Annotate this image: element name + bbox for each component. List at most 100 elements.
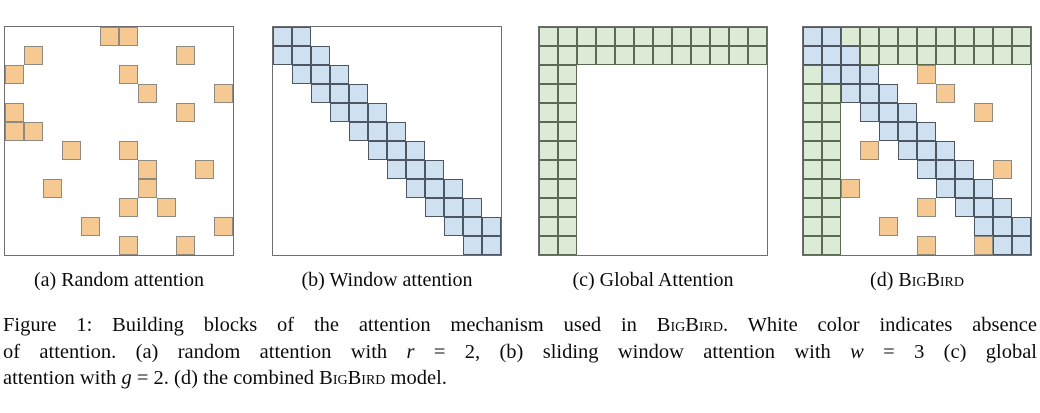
matrix-cell-empty [311, 217, 330, 236]
matrix-cell-global [879, 27, 898, 46]
matrix-cell-empty [463, 27, 482, 46]
matrix-cell-empty [387, 84, 406, 103]
matrix-cell-global [803, 122, 822, 141]
matrix-cell-empty [100, 217, 119, 236]
matrix-cell-empty [672, 141, 691, 160]
matrix-cell-empty [100, 103, 119, 122]
matrix-cell-empty [955, 103, 974, 122]
matrix-cell-empty [974, 122, 993, 141]
matrix-cell-empty [898, 160, 917, 179]
matrix-cell-random [917, 236, 936, 255]
matrix-cell-empty [615, 217, 634, 236]
matrix-cell-global [729, 46, 748, 65]
matrix-cell-random [917, 198, 936, 217]
matrix-cell-empty [387, 179, 406, 198]
matrix-cell-empty [176, 198, 195, 217]
matrix-cell-empty [710, 179, 729, 198]
matrix-cell-empty [577, 141, 596, 160]
matrix-cell-global [879, 46, 898, 65]
matrix-cell-global [558, 236, 577, 255]
panel-label-b: (b) [301, 269, 325, 291]
matrix-cell-empty [634, 198, 653, 217]
matrix-cell-empty [898, 236, 917, 255]
matrix-cell-empty [691, 217, 710, 236]
matrix-cell-empty [596, 198, 615, 217]
matrix-cell-window [993, 198, 1012, 217]
matrix-cell-empty [387, 236, 406, 255]
matrix-cell-empty [292, 84, 311, 103]
matrix-cell-empty [24, 160, 43, 179]
matrix-cell-empty [729, 217, 748, 236]
matrix-cell-empty [330, 141, 349, 160]
matrix-cell-global [653, 46, 672, 65]
matrix-cell-global [539, 122, 558, 141]
matrix-cell-empty [463, 179, 482, 198]
matrix-cell-window [482, 236, 501, 255]
matrix-cell-window [955, 160, 974, 179]
matrix-cell-empty [917, 179, 936, 198]
matrix-cell-window [860, 65, 879, 84]
matrix-cell-empty [425, 236, 444, 255]
matrix-cell-empty [1012, 122, 1031, 141]
matrix-cell-window [368, 141, 387, 160]
matrix-cell-global [936, 27, 955, 46]
matrix-cell-empty [138, 27, 157, 46]
matrix-cell-window [425, 179, 444, 198]
matrix-cell-window [860, 84, 879, 103]
matrix-cell-empty [138, 236, 157, 255]
matrix-cell-window [387, 141, 406, 160]
matrix-cell-empty [311, 236, 330, 255]
matrix-cell-empty [463, 84, 482, 103]
matrix-cell-global [822, 236, 841, 255]
matrix-cell-empty [425, 65, 444, 84]
panel-name-c: Global Attention [599, 269, 734, 291]
matrix-cell-random [5, 103, 24, 122]
matrix-cell-random [195, 160, 214, 179]
matrix-cell-window [1012, 236, 1031, 255]
matrix-cell-empty [860, 217, 879, 236]
matrix-cell-empty [62, 217, 81, 236]
matrix-cell-empty [214, 122, 233, 141]
matrix-cell-global [653, 27, 672, 46]
matrix-cell-empty [710, 65, 729, 84]
matrix-cell-empty [634, 217, 653, 236]
matrix-cell-empty [425, 46, 444, 65]
matrix-cell-empty [5, 84, 24, 103]
matrix-cell-global [1012, 46, 1031, 65]
matrix-cell-empty [672, 160, 691, 179]
matrix-cell-empty [917, 217, 936, 236]
matrix-cell-empty [463, 122, 482, 141]
matrix-cell-empty [349, 198, 368, 217]
matrix-cell-global [974, 27, 993, 46]
matrix-cell-empty [596, 179, 615, 198]
matrix-cell-global [803, 198, 822, 217]
matrix-cell-random [176, 103, 195, 122]
matrix-cell-empty [841, 141, 860, 160]
matrix-cell-empty [43, 141, 62, 160]
matrix-cell-window [1012, 217, 1031, 236]
matrix-cell-empty [615, 160, 634, 179]
panel-a-random-attention: (a) Random attention [4, 26, 234, 291]
matrix-cell-empty [100, 198, 119, 217]
matrix-cell-empty [292, 103, 311, 122]
matrix-cell-empty [482, 65, 501, 84]
panel-label-d: (d) [870, 269, 894, 291]
matrix-cell-global [898, 46, 917, 65]
matrix-cell-empty [425, 103, 444, 122]
matrix-cell-empty [841, 198, 860, 217]
matrix-cell-empty [748, 179, 767, 198]
panel-d-bigbird: (d) BigBird [802, 26, 1032, 291]
matrix-cell-global [596, 46, 615, 65]
matrix-cell-empty [691, 236, 710, 255]
matrix-cell-empty [653, 217, 672, 236]
matrix-cell-empty [24, 27, 43, 46]
matrix-cell-random [81, 217, 100, 236]
matrix-cell-empty [273, 141, 292, 160]
matrix-cell-window [917, 122, 936, 141]
matrix-cell-empty [406, 46, 425, 65]
matrix-cell-window [330, 84, 349, 103]
matrix-cell-empty [138, 122, 157, 141]
matrix-cell-empty [176, 65, 195, 84]
matrix-cell-window [387, 160, 406, 179]
matrix-cell-empty [444, 141, 463, 160]
